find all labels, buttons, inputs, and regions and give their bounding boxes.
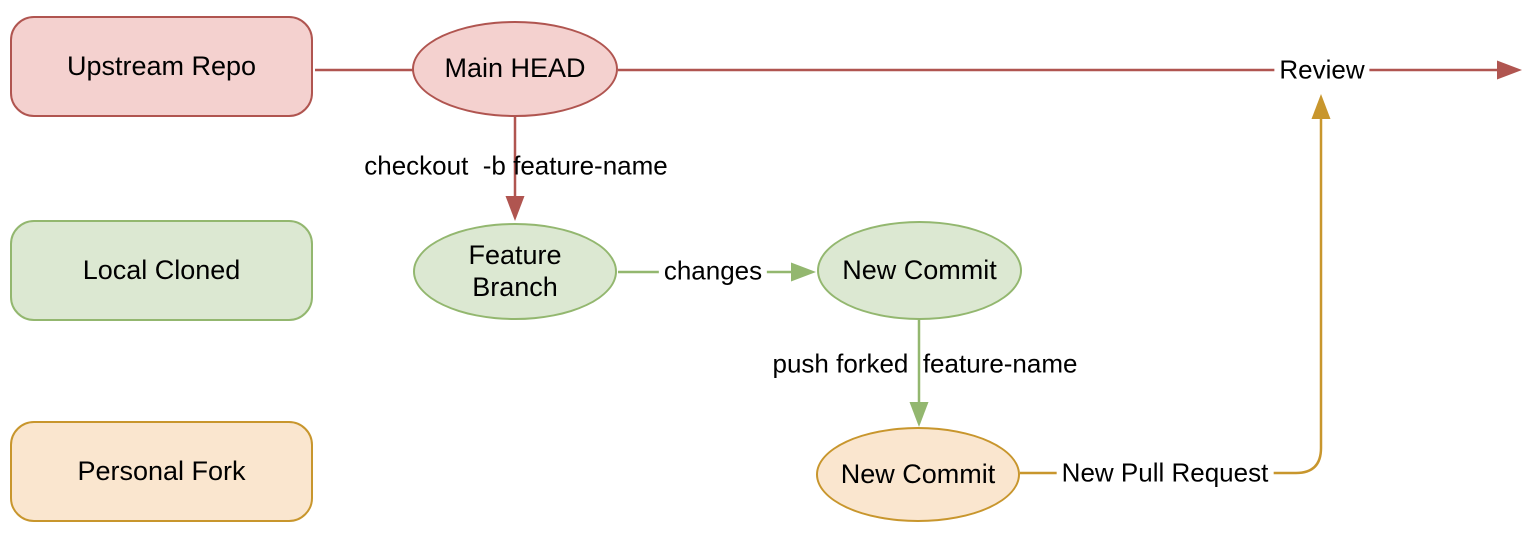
- node-new-commit-fork: New Commit: [816, 427, 1020, 522]
- edge-fork-commit-to-review: [1020, 118, 1323, 475]
- arrowhead-checkout-down: [505, 196, 525, 221]
- edge-label-pull-request: New Pull Request: [1056, 457, 1274, 489]
- arrowhead-pull-request-up: [1311, 94, 1331, 119]
- arrowhead-push-down: [909, 402, 929, 427]
- node-new-commit-local-label: New Commit: [842, 254, 997, 285]
- edge-label-changes: changes: [658, 255, 768, 287]
- arrowhead-changes-right: [791, 262, 816, 282]
- node-new-commit-local: New Commit: [817, 221, 1022, 320]
- lane-personal-fork: Personal Fork: [10, 421, 313, 522]
- node-main-head: Main HEAD: [412, 21, 618, 117]
- arrowhead-review-right: [1497, 60, 1522, 80]
- node-feature-branch-label: Feature Branch: [468, 240, 562, 302]
- lane-personal-fork-label: Personal Fork: [77, 456, 246, 486]
- node-new-commit-fork-label: New Commit: [840, 458, 996, 489]
- edge-label-review: Review: [1274, 54, 1370, 86]
- edge-label-push: push forked feature-name: [772, 348, 1078, 379]
- lane-upstream-repo: Upstream Repo: [10, 16, 313, 117]
- node-feature-branch: Feature Branch: [413, 223, 617, 320]
- lane-local-cloned-label: Local Cloned: [82, 255, 241, 285]
- edge-label-checkout: checkout -b feature-name: [364, 150, 668, 181]
- lane-local-cloned: Local Cloned: [10, 220, 313, 321]
- lane-upstream-repo-label: Upstream Repo: [66, 51, 257, 81]
- node-main-head-label: Main HEAD: [444, 53, 586, 84]
